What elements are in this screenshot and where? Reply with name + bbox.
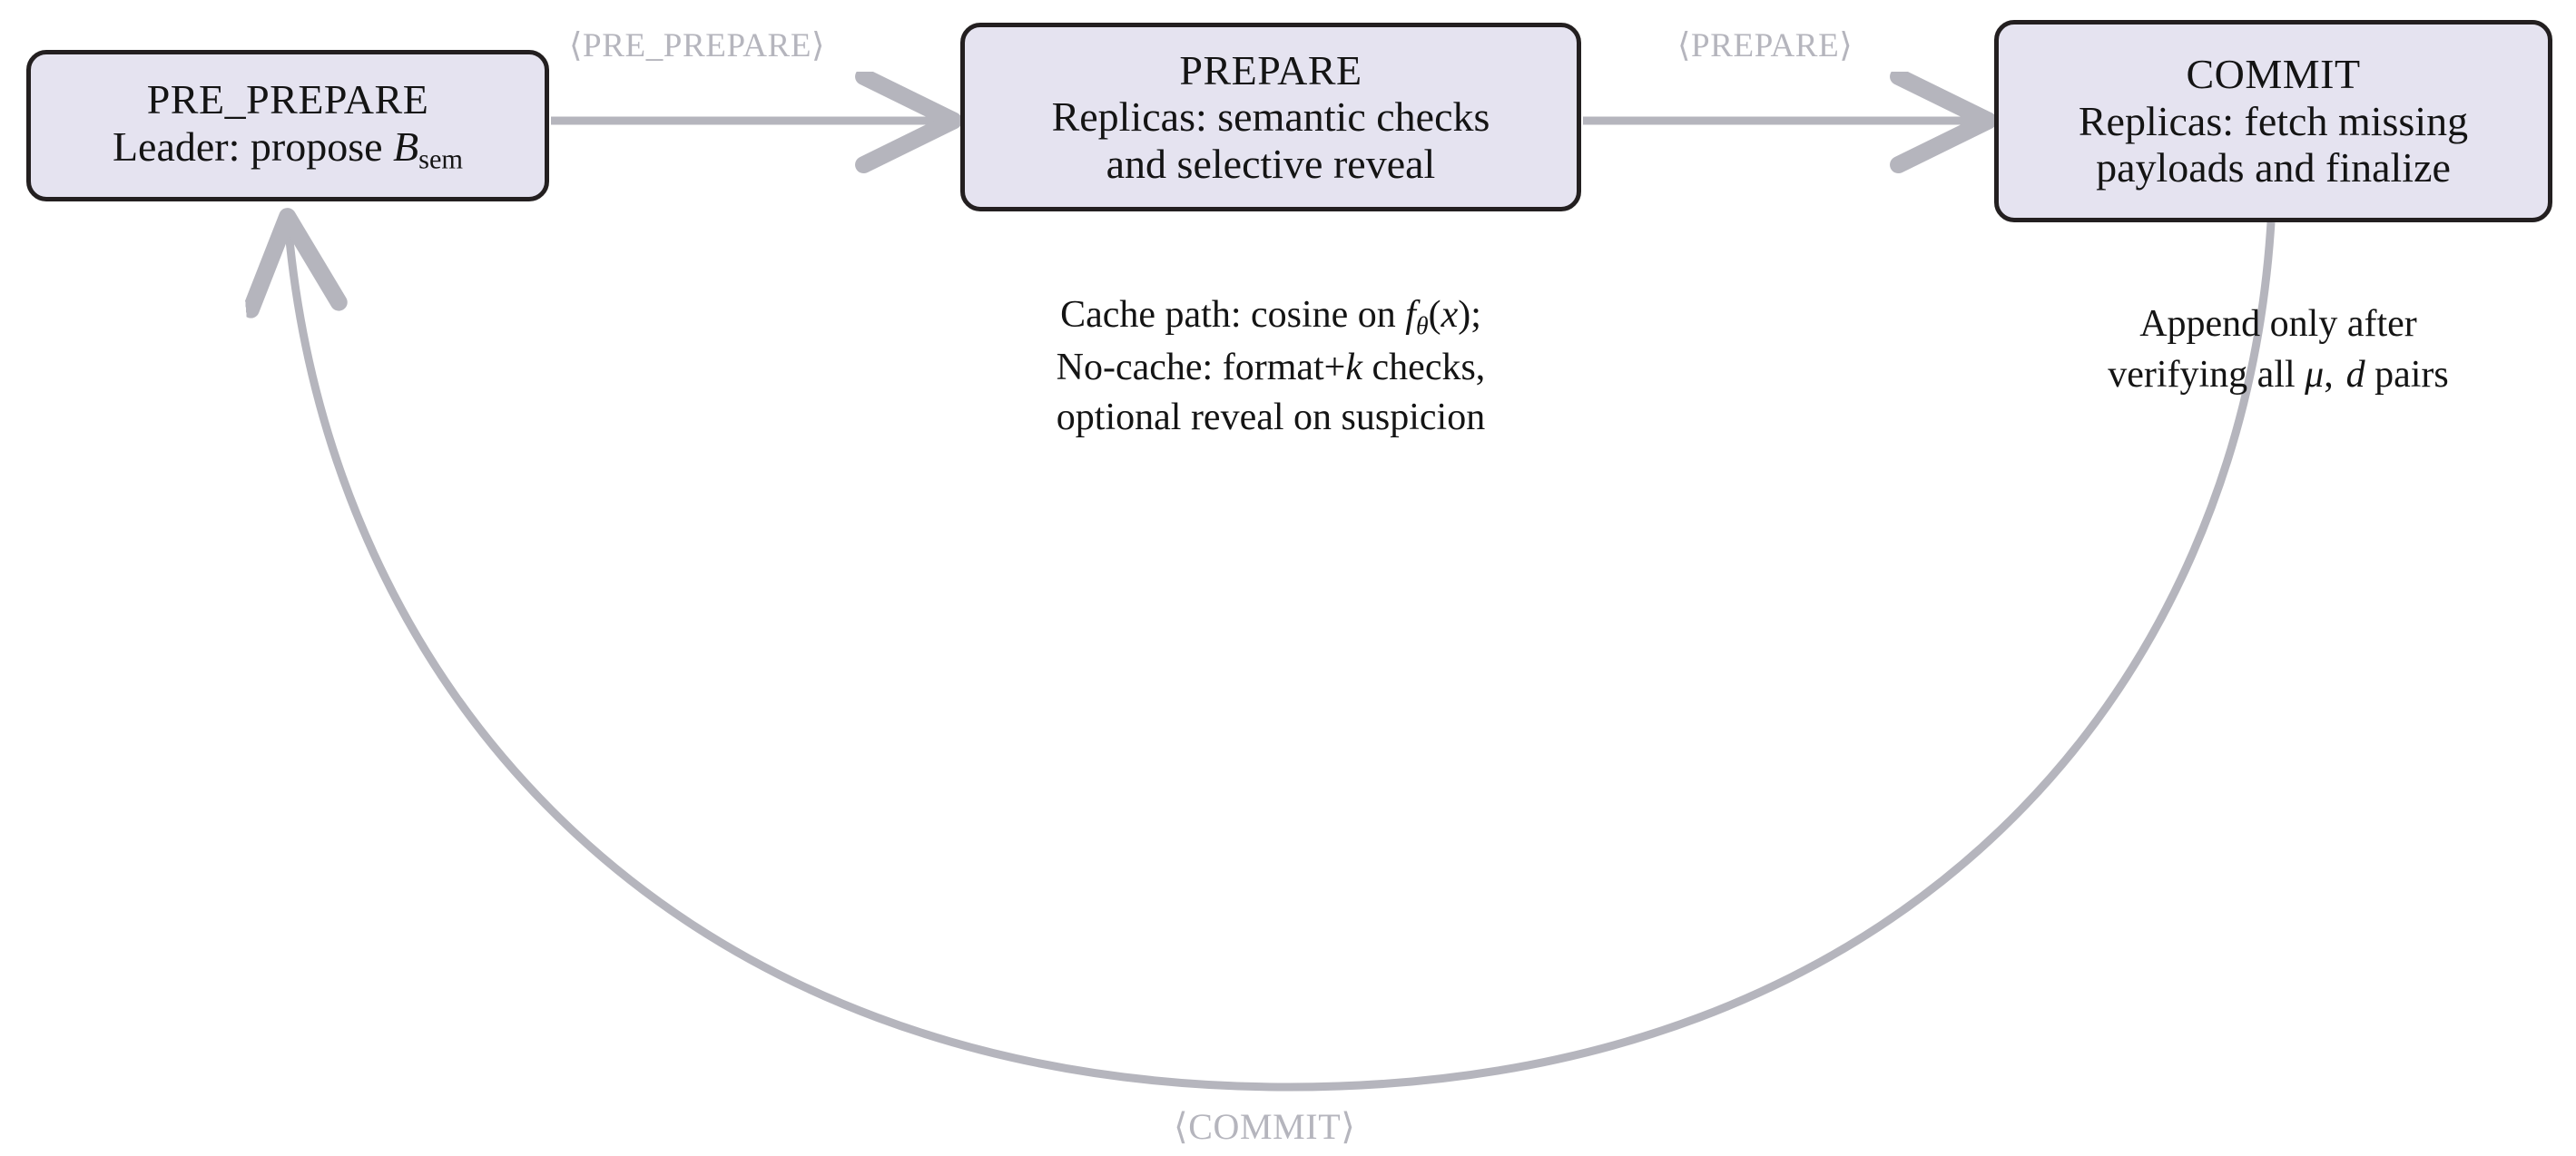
node-pre-prepare[interactable]: PRE_PREPARE Leader: propose Bsem [26,50,549,201]
node-pre-prepare-title: PRE_PREPARE [146,76,429,123]
annotation-commit-line-2: verifying all μ, d pairs [2108,353,2449,396]
node-prepare-description: Replicas: semantic checks and selective … [1052,93,1490,187]
node-pre-prepare-description: Leader: propose Bsem [112,123,464,175]
node-prepare[interactable]: PREPARE Replicas: semantic checks and se… [960,23,1581,211]
edge-label-prepare: ⟨PREPARE⟩ [1677,27,1853,64]
node-commit-desc-line-1: Replicas: fetch missing [2078,97,2469,144]
node-prepare-desc-line-2: and selective reveal [1106,140,1436,187]
node-commit-description: Replicas: fetch missing payloads and fin… [2079,98,2468,191]
node-prepare-title: PREPARE [1179,46,1362,93]
node-commit-title: COMMIT [2186,51,2361,98]
annotation-prepare-line-3: optional reveal on suspicion [1056,397,1486,439]
annotation-prepare-line-1: Cache path: cosine on fθ(x); [1060,294,1481,339]
annotation-commit-note: Append only after verifying all μ, d pai… [2042,299,2514,401]
edge-label-commit: ⟨COMMIT⟩ [1174,1106,1356,1147]
node-commit[interactable]: COMMIT Replicas: fetch missing payloads … [1994,20,2552,222]
annotation-commit-line-1: Append only after [2139,303,2417,345]
edge-label-pre-prepare: ⟨PRE_PREPARE⟩ [569,27,826,64]
node-commit-desc-line-2: payloads and finalize [2096,144,2451,191]
annotation-prepare-line-2: No-cache: format+k checks, [1056,346,1486,388]
node-prepare-desc-line-1: Replicas: semantic checks [1051,93,1490,141]
annotation-prepare-note: Cache path: cosine on fθ(x); No-cache: f… [980,290,1561,444]
